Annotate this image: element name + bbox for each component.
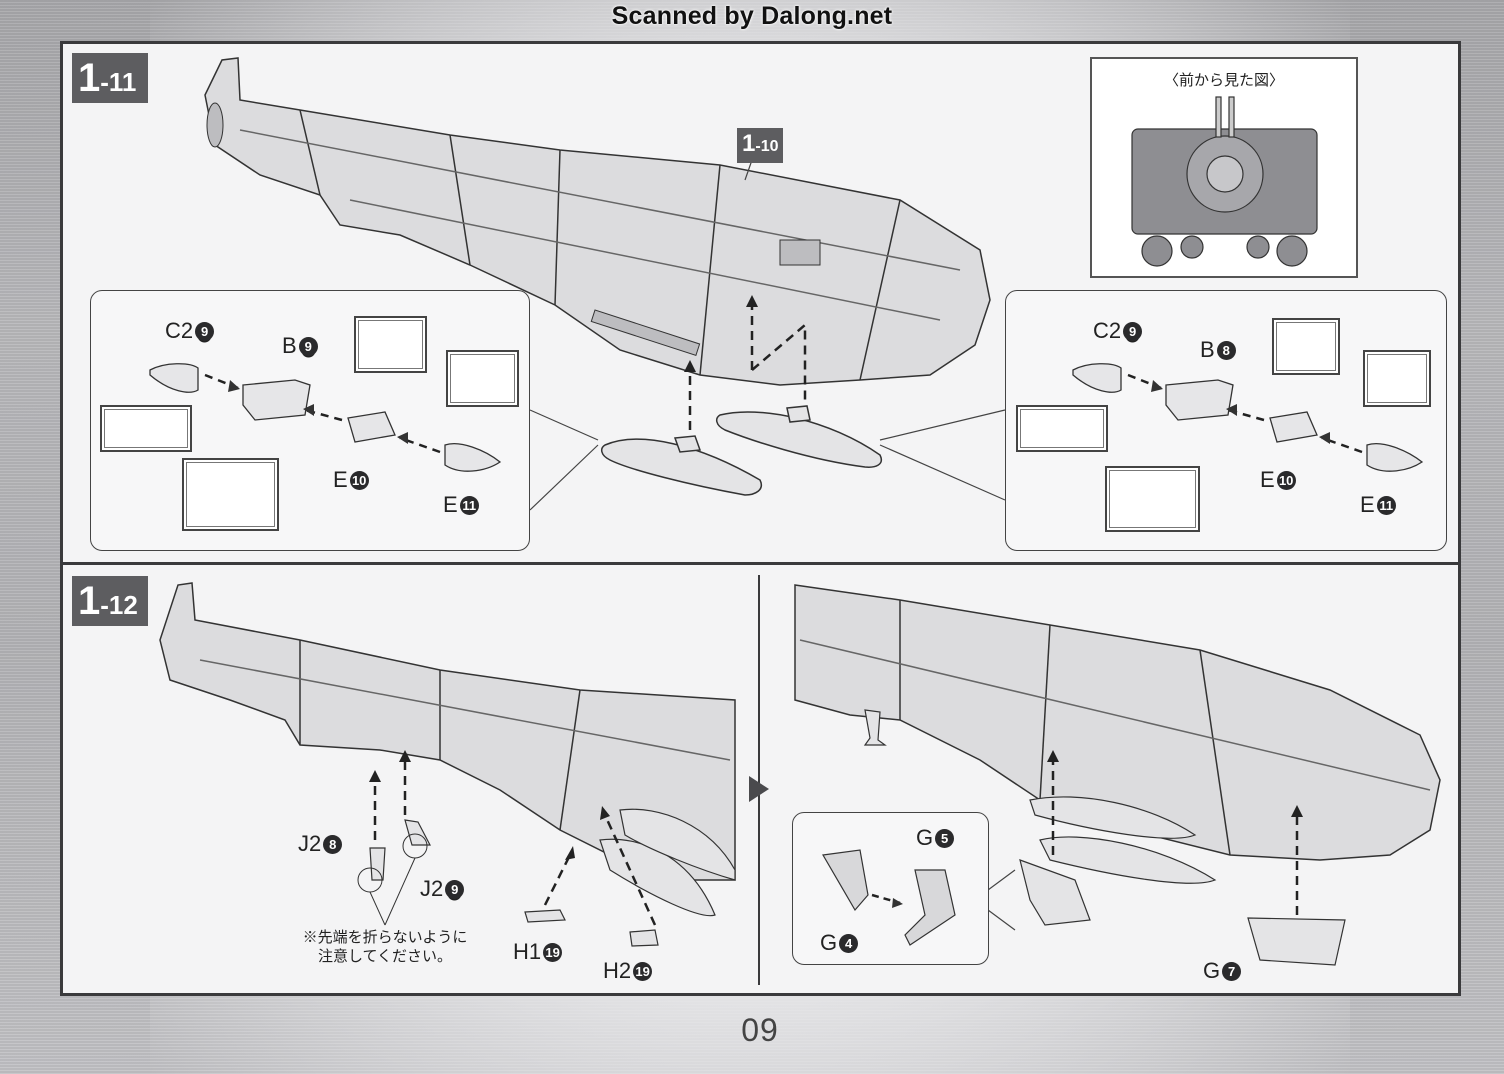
part-number: 9 xyxy=(195,321,215,341)
caution-note-line: ※先端を折らないように xyxy=(302,929,468,946)
front-view-title: 〈前から見た図〉 xyxy=(1163,72,1284,89)
ref-number-minor: -10 xyxy=(755,138,779,155)
part-letter: E xyxy=(443,492,458,517)
part-letter: H1 xyxy=(513,939,542,964)
ref-number-major: 1 xyxy=(742,130,756,157)
callout-e10-end-right xyxy=(1272,318,1340,375)
step-divider xyxy=(60,562,1461,565)
watermark: Scanned by Dalong.net xyxy=(611,2,893,30)
step-badge-1-12: 1 -12 xyxy=(72,576,148,626)
part-number: 10 xyxy=(1276,470,1296,490)
part-letter: C2 xyxy=(165,318,194,343)
part-letter: G xyxy=(1203,958,1221,983)
part-letter: B xyxy=(1200,337,1215,362)
part-number: 5 xyxy=(935,828,955,848)
part-number: 4 xyxy=(839,933,859,953)
part-letter: B xyxy=(282,333,297,358)
fin-detail-box xyxy=(792,812,989,965)
callout-e11-end xyxy=(446,350,519,407)
part-number: 19 xyxy=(543,942,563,962)
part-letter: E xyxy=(1360,492,1375,517)
part-number: 8 xyxy=(323,834,343,854)
part-number: 19 xyxy=(633,961,653,981)
part-letter: G xyxy=(820,930,838,955)
part-number: 9 xyxy=(1123,321,1143,341)
step-number-minor: -11 xyxy=(100,67,137,97)
part-letter: G xyxy=(916,825,934,850)
step-badge-1-11: 1 -11 xyxy=(72,53,148,103)
callout-e11-end-right xyxy=(1363,350,1431,407)
part-letter: C2 xyxy=(1093,318,1122,343)
part-number: 9 xyxy=(445,879,465,899)
caution-note: ※先端を折らないように 注意してください。 xyxy=(285,928,485,966)
part-letter: E xyxy=(333,467,348,492)
caution-note-line: 注意してください。 xyxy=(317,948,453,965)
callout-c2-end-right xyxy=(1016,405,1108,452)
part-number: 11 xyxy=(459,495,479,515)
part-number: 10 xyxy=(349,470,369,490)
part-number: 8 xyxy=(1216,340,1236,360)
callout-c2-end xyxy=(100,405,192,452)
part-number: 9 xyxy=(298,336,318,356)
front-view-illustration xyxy=(1131,96,1318,267)
front-view-inset: 〈前から見た図〉 xyxy=(1090,57,1358,278)
callout-b-end xyxy=(182,458,279,531)
part-letter: J2 xyxy=(420,876,444,901)
step-number-major: 1 xyxy=(78,579,101,623)
part-letter: H2 xyxy=(603,958,632,983)
page-number: 09 xyxy=(741,1012,779,1048)
reference-badge-1-10: 1 -10 xyxy=(737,128,784,163)
part-number: 7 xyxy=(1222,961,1242,981)
part-number: 11 xyxy=(1376,495,1396,515)
callout-b-end-right xyxy=(1105,466,1200,532)
part-letter: J2 xyxy=(298,831,322,856)
callout-e10-end xyxy=(354,316,427,373)
next-step-arrow-icon xyxy=(749,776,769,802)
step-number-major: 1 xyxy=(78,56,101,100)
step-number-minor: -12 xyxy=(100,590,138,620)
part-letter: E xyxy=(1260,467,1275,492)
